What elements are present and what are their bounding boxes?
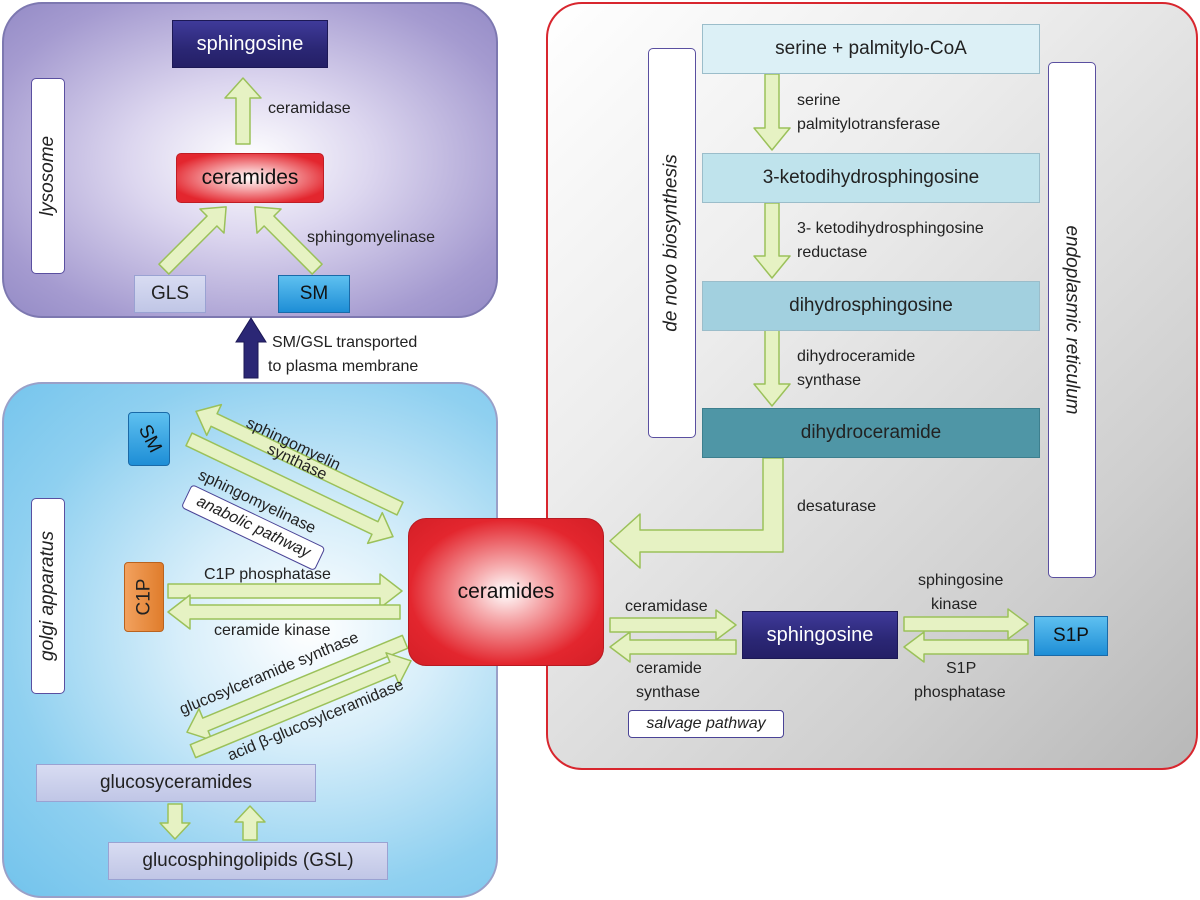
salvage-pathway-tag: salvage pathway <box>628 710 784 738</box>
dihydrosphingosine-node: dihydrosphingosine <box>702 281 1040 331</box>
central-ceramides-node: ceramides <box>408 518 604 666</box>
enzyme-dihydroceramide-label: dihydroceramide <box>797 348 916 365</box>
lysosome-label-text: lysosome <box>37 135 58 217</box>
sphingosine-kinase-label-a: sphingosine <box>918 572 1004 589</box>
enzyme-ketodihydro-label: 3- ketodihydrosphingosine <box>797 220 984 237</box>
desaturase-label: desaturase <box>797 498 877 515</box>
c1p-node: C1P <box>124 562 164 632</box>
lysosome-label: lysosome <box>31 78 65 274</box>
transport-line-1: SM/GSL transported <box>272 334 418 351</box>
salvage-ceramidase-label: ceramidase <box>625 598 708 615</box>
salvage-synthase-label: synthase <box>636 684 701 701</box>
s1p-phosphatase-label-b: phosphatase <box>914 684 1006 701</box>
c1p-phosphatase-label: C1P phosphatase <box>204 566 331 583</box>
dihydroceramide-node: dihydroceramide <box>702 408 1040 458</box>
sphingosine-kinase-label-b: kinase <box>931 596 978 613</box>
enzyme-palmitylotransferase-label: palmitylotransferase <box>797 116 941 133</box>
serine-palmitylo-coa-node: serine + palmitylo-CoA <box>702 24 1040 74</box>
enzyme-synthase-label: synthase <box>797 372 862 389</box>
transport-line-2: to plasma membrane <box>268 358 419 375</box>
de-novo-label: de novo biosynthesis <box>648 48 696 438</box>
golgi-sm-node: SM <box>128 412 170 466</box>
s1p-node: S1P <box>1034 616 1108 656</box>
lysosome-gls-node: GLS <box>134 275 206 313</box>
er-label: endoplasmic reticulum <box>1048 62 1096 578</box>
c1p-text: C1P <box>133 578 154 616</box>
lysosome-ceramidase-label: ceramidase <box>268 100 351 117</box>
ceramide-kinase-label: ceramide kinase <box>214 622 331 639</box>
golgi-sm-text: SM <box>133 421 166 457</box>
golgi-label-text: golgi apparatus <box>37 531 58 661</box>
enzyme-serine-label: serine <box>797 92 841 109</box>
gsl-node: glucosphingolipids (GSL) <box>108 842 388 880</box>
s1p-phosphatase-label-a: S1P <box>946 660 977 677</box>
de-novo-label-text: de novo biosynthesis <box>661 154 683 332</box>
glucosyceramides-node: glucosyceramides <box>36 764 316 802</box>
salvage-sphingosine-node: sphingosine <box>742 611 898 659</box>
lysosome-sphingosine-node: sphingosine <box>172 20 328 68</box>
lysosome-sm-node: SM <box>278 275 350 313</box>
enzyme-reductase-label: reductase <box>797 244 868 261</box>
ketodihydrosphingosine-node: 3-ketodihydrosphingosine <box>702 153 1040 203</box>
lysosome-sphingomyelinase-label: sphingomyelinase <box>307 229 436 246</box>
lysosome-ceramides-node: ceramides <box>176 153 324 203</box>
golgi-label: golgi apparatus <box>31 498 65 694</box>
salvage-ceramide-label: ceramide <box>636 660 702 677</box>
er-label-text: endoplasmic reticulum <box>1062 225 1083 415</box>
transport-arrow <box>235 317 267 379</box>
